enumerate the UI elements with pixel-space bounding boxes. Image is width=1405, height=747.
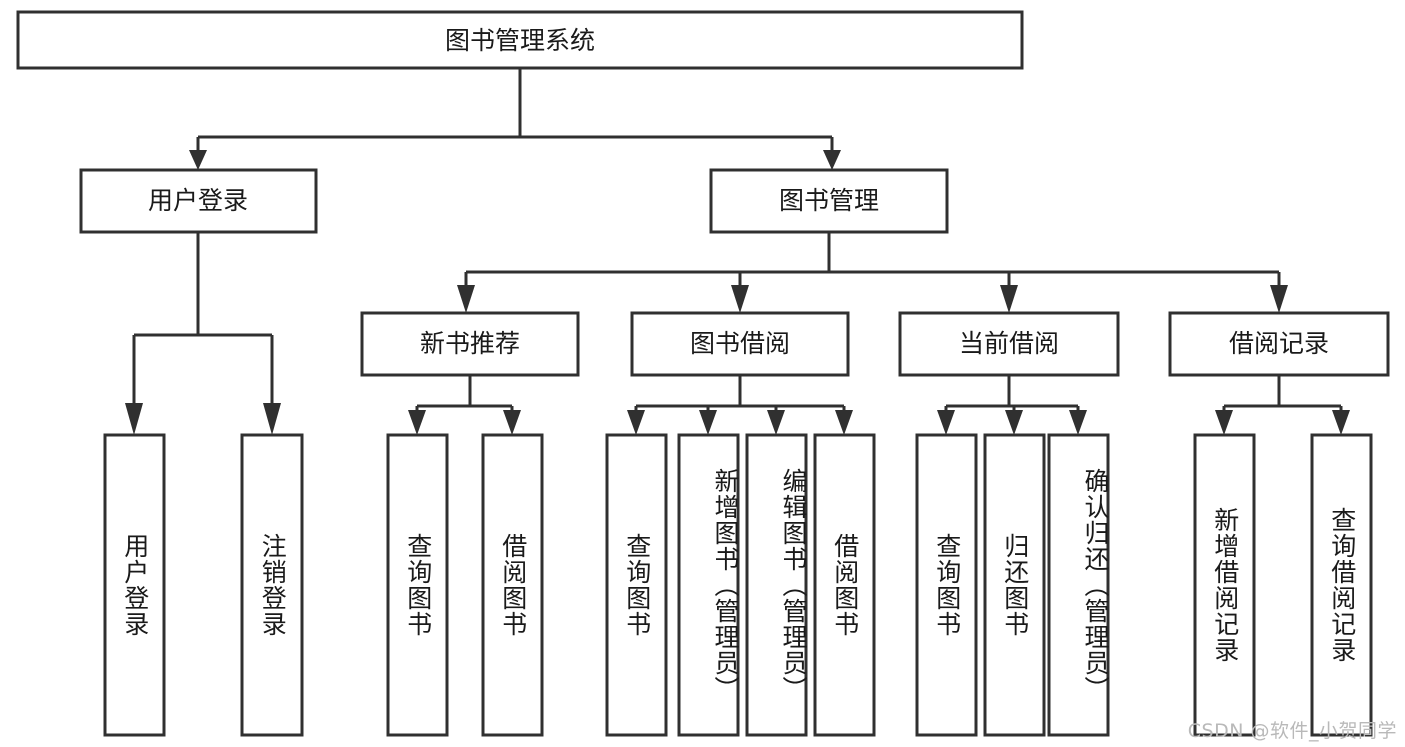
node-label-leaf-add-record: 新增借阅记录 (1210, 507, 1240, 663)
node-label-leaf-query-book-1: 查询图书 (403, 533, 433, 637)
node-label-leaf-query-book-3: 查询图书 (932, 533, 962, 637)
node-label-user-login: 用户登录 (148, 186, 248, 215)
arrow-bb-to-leaf-4 (835, 410, 853, 435)
arrow-cb-to-leaf-1 (937, 410, 955, 435)
node-box-leaf-add-record[interactable] (1193, 433, 1256, 737)
node-box-leaf-edit-book[interactable] (745, 433, 808, 737)
arrow-ul-to-leaf-1 (125, 403, 143, 435)
node-label-book-manage: 图书管理 (779, 186, 879, 215)
node-label-root: 图书管理系统 (445, 26, 595, 55)
arrow-bb-to-leaf-3 (767, 410, 785, 435)
connector-group-book-manage (457, 232, 1288, 313)
node-label-leaf-borrow-book-2: 借阅图书 (830, 533, 860, 637)
node-box-root[interactable] (16, 10, 1024, 70)
arrow-root-to-book-manage (823, 150, 841, 170)
arrow-bm-to-current-borrow (1000, 285, 1018, 313)
arrow-bm-to-new-book-rec (457, 285, 475, 313)
node-box-book-borrow[interactable] (630, 311, 850, 377)
node-box-leaf-query-book-3[interactable] (915, 433, 978, 737)
node-label-leaf-add-book: 新增图书（管理员） (711, 468, 740, 702)
node-label-new-book-rec: 新书推荐 (420, 329, 520, 358)
arrow-ul-to-leaf-2 (263, 403, 281, 435)
node-box-leaf-add-book[interactable] (677, 433, 740, 737)
node-label-borrow-record: 借阅记录 (1229, 329, 1329, 358)
connector-group-book-borrow (627, 375, 853, 435)
arrow-br-to-leaf-1 (1215, 410, 1233, 435)
node-label-leaf-confirm-return: 确认归还（管理员） (1081, 468, 1110, 702)
node-box-new-book-rec[interactable] (360, 311, 580, 377)
node-box-leaf-query-book-1[interactable] (386, 433, 449, 737)
connector-group-root (189, 68, 841, 170)
arrow-nbr-to-leaf-1 (408, 410, 426, 435)
arrow-bm-to-book-borrow (731, 285, 749, 313)
node-label-leaf-logout: 注销登录 (258, 533, 288, 637)
node-box-leaf-query-record[interactable] (1310, 433, 1373, 737)
node-label-leaf-return-book: 归还图书 (1000, 533, 1030, 637)
node-box-leaf-confirm-return[interactable] (1047, 433, 1110, 737)
node-box-leaf-borrow-book-1[interactable] (481, 433, 544, 737)
arrow-root-to-user-login (189, 150, 207, 170)
arrow-br-to-leaf-2 (1332, 410, 1350, 435)
arrow-nbr-to-leaf-2 (503, 410, 521, 435)
arrow-bm-to-borrow-record (1270, 285, 1288, 313)
connector-group-user-login (125, 232, 281, 435)
connector-group-current-borrow (937, 375, 1087, 435)
arrow-bb-to-leaf-1 (627, 410, 645, 435)
connector-group-borrow-record (1215, 375, 1350, 435)
node-box-current-borrow[interactable] (898, 311, 1120, 377)
node-label-leaf-borrow-book-1: 借阅图书 (498, 533, 528, 637)
node-label-leaf-user-login: 用户登录 (120, 533, 150, 637)
node-box-leaf-logout[interactable] (240, 433, 304, 737)
node-label-leaf-edit-book: 编辑图书（管理员） (779, 468, 808, 702)
node-box-leaf-query-book-2[interactable] (605, 433, 668, 737)
node-label-leaf-query-book-2: 查询图书 (622, 533, 652, 637)
node-box-book-manage[interactable] (709, 168, 949, 234)
arrow-bb-to-leaf-2 (699, 410, 717, 435)
node-box-user-login[interactable] (79, 168, 318, 234)
node-label-leaf-query-record: 查询借阅记录 (1327, 507, 1357, 663)
arrow-cb-to-leaf-2 (1005, 410, 1023, 435)
node-box-leaf-user-login[interactable] (103, 433, 166, 737)
arrow-cb-to-leaf-3 (1069, 410, 1087, 435)
node-box-borrow-record[interactable] (1168, 311, 1390, 377)
node-box-leaf-return-book[interactable] (983, 433, 1046, 737)
node-box-leaf-borrow-book-2[interactable] (813, 433, 876, 737)
node-label-current-borrow: 当前借阅 (959, 329, 1059, 358)
connector-group-new-book-rec (408, 375, 521, 435)
node-label-book-borrow: 图书借阅 (690, 329, 790, 358)
